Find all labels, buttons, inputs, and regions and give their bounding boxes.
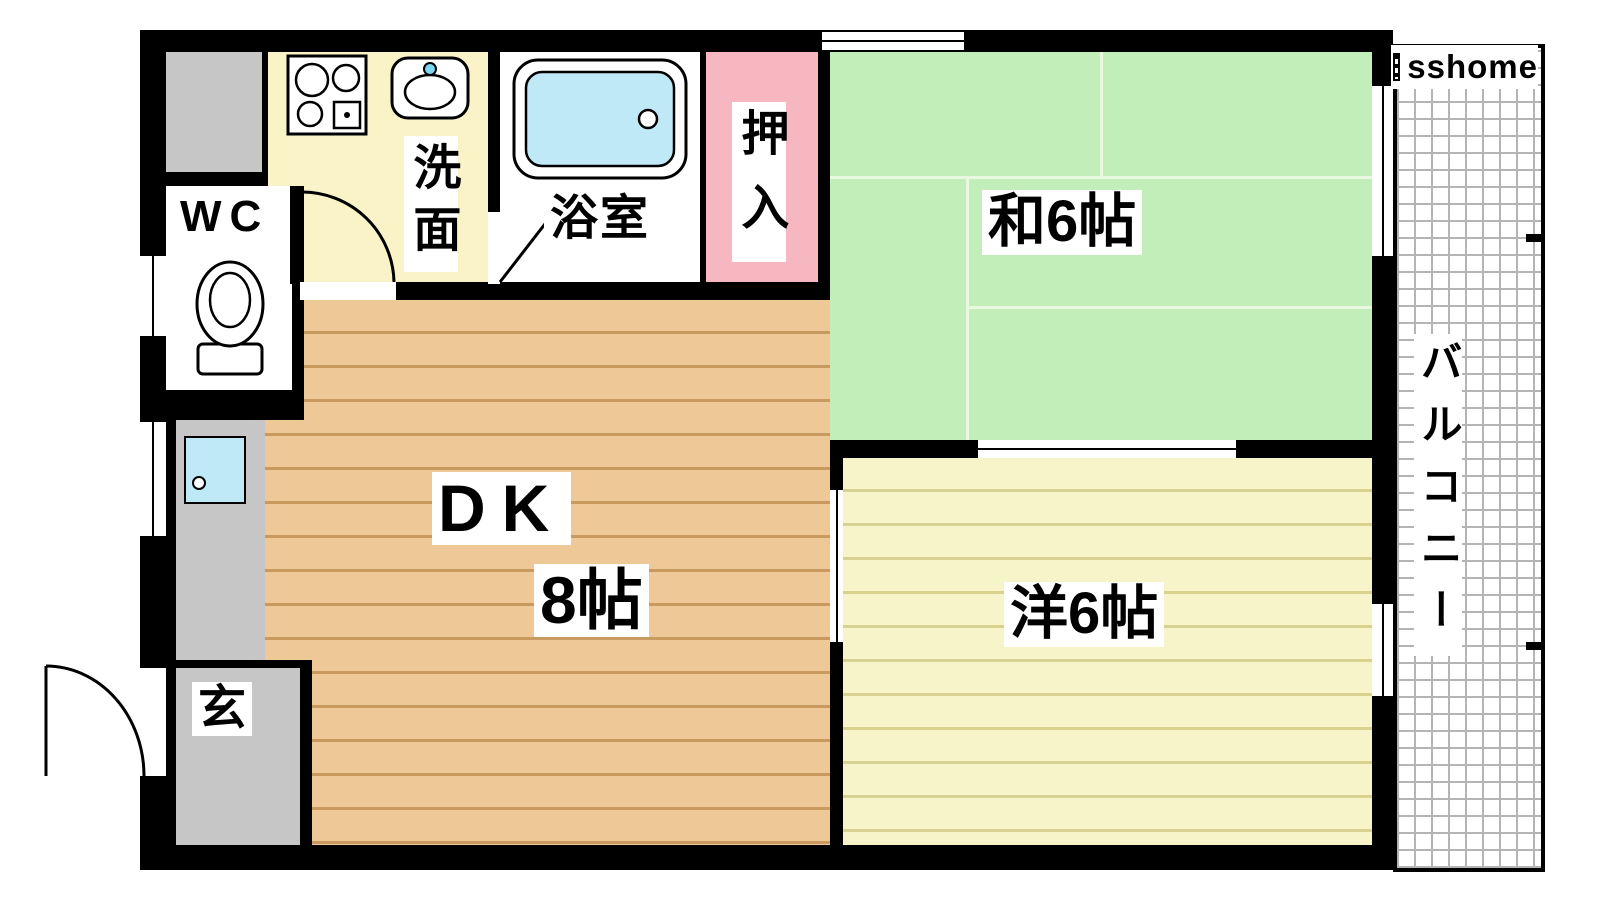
bathtub-icon [512,58,688,180]
door-arc [44,664,146,777]
tatami-line [966,179,969,440]
wc-label: WC [174,192,276,243]
door-leaf [498,219,550,283]
door-opening [300,282,396,300]
balcony-area [1393,44,1545,872]
washbasin-icon [390,56,470,120]
window [822,32,964,50]
western-room-area [843,458,1372,845]
window [1372,86,1393,256]
service-shaft [166,52,262,172]
sink-drain-icon [192,476,206,490]
japanese-room-label: 和6帖 [982,190,1143,255]
washroom-label: 洗面 [404,136,459,272]
bathroom-label: 浴室 [544,192,657,247]
door-opening [140,668,166,776]
balcony-rail-tick [1526,642,1545,650]
balcony-label: バルコニー [1414,334,1463,656]
tatami-line [966,306,1372,309]
window [140,422,166,536]
logo: sshome [1391,45,1538,89]
tatami-line [830,176,1372,179]
balcony-rail-tick [1526,234,1545,242]
dk-label: DK [432,472,572,546]
closet-label: 押入 [732,102,787,262]
kitchen-sink-icon [184,436,246,504]
stove-icon [286,54,368,136]
sliding-door [978,440,1236,458]
logo-icon [1393,53,1401,81]
dk-size-label: 8帖 [534,564,649,638]
logo-text: sshome [1407,48,1538,85]
toilet-icon [195,260,265,376]
window [1372,604,1393,696]
door-opening [830,490,843,642]
tatami-line [1100,52,1103,176]
window [140,256,166,336]
door-opening [488,212,500,284]
entrance-label: 玄 [192,682,253,737]
door-arc [300,190,396,283]
western-room-label: 洋6帖 [1004,582,1165,647]
